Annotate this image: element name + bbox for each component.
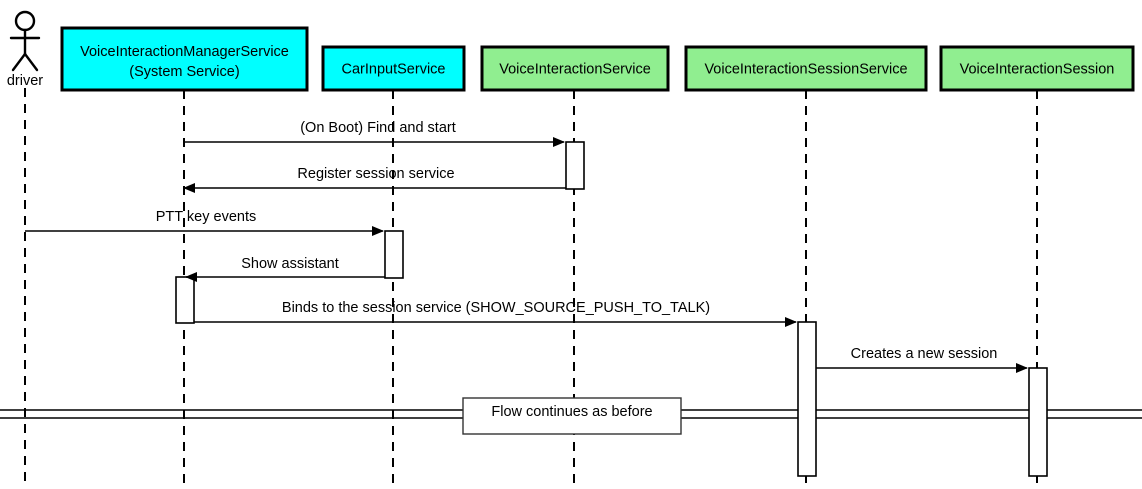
activation-bar-voice-interaction-session-service	[797, 321, 817, 477]
message-msg-on-boot-find-and-start[interactable]: (On Boot) Find and start	[184, 120, 565, 147]
participant-label-voice-interaction-session: VoiceInteractionSession	[960, 61, 1115, 77]
message-label-msg-register-session-service: Register session service	[297, 166, 454, 182]
participant-box-voice-interaction-session	[939, 45, 1135, 92]
participant-box-voice-interaction-service	[480, 45, 670, 92]
actor-layer: driver	[7, 10, 43, 89]
participant-box-vims	[60, 26, 309, 92]
actor-head-icon	[14, 10, 36, 32]
divider-layer: Flow continues as before	[0, 397, 1142, 435]
activation-bar-voice-interaction-session	[1028, 367, 1048, 477]
message-label-msg-ptt-key-events: PTT key events	[156, 209, 256, 225]
participant-vims[interactable]: VoiceInteractionManagerService (System Se…	[60, 26, 309, 92]
activation-bar-vims	[175, 276, 195, 324]
message-msg-show-assistant[interactable]: Show assistant	[185, 256, 385, 282]
participant-box-voice-interaction-session-service	[684, 45, 928, 92]
message-msg-ptt-key-events[interactable]: PTT key events	[25, 209, 384, 236]
activation-bar-car-input-service	[384, 230, 404, 279]
actor-leg-left	[11, 52, 27, 72]
participant-sublabel-vims: (System Service)	[129, 64, 239, 80]
message-msg-creates-a-new-session[interactable]: Creates a new session	[816, 346, 1028, 373]
participant-label-voice-interaction-session-service: VoiceInteractionSessionService	[704, 61, 907, 77]
message-msg-register-session-service[interactable]: Register session service	[183, 166, 566, 193]
participant-car-input-service[interactable]: CarInputService	[321, 45, 466, 92]
activation-bar-voice-interaction-service	[565, 141, 585, 190]
divider-label-text: Flow continues as before	[491, 404, 652, 420]
message-label-msg-binds-to-session-service: Binds to the session service (SHOW_SOURC…	[282, 300, 710, 316]
participant-label-vims: VoiceInteractionManagerService	[80, 44, 289, 60]
message-msg-binds-to-session-service[interactable]: Binds to the session service (SHOW_SOURC…	[194, 300, 797, 327]
actor-driver[interactable]: driver	[7, 10, 43, 89]
actor-leg-right	[23, 52, 39, 72]
participant-headers-layer: VoiceInteractionManagerService (System Se…	[60, 26, 1135, 92]
participant-voice-interaction-service[interactable]: VoiceInteractionService	[480, 45, 670, 92]
participant-voice-interaction-session-service[interactable]: VoiceInteractionSessionService	[684, 45, 928, 92]
activation-bars-layer	[175, 141, 1048, 477]
divider-label-box	[462, 397, 682, 435]
message-label-msg-show-assistant: Show assistant	[241, 256, 339, 272]
actor-label-driver: driver	[7, 73, 43, 89]
participant-label-voice-interaction-service: VoiceInteractionService	[499, 61, 651, 77]
message-label-msg-on-boot-find-and-start: (On Boot) Find and start	[300, 120, 456, 136]
participant-label-car-input-service: CarInputService	[342, 61, 446, 77]
message-label-msg-creates-a-new-session: Creates a new session	[851, 346, 998, 362]
participant-voice-interaction-session[interactable]: VoiceInteractionSession	[939, 45, 1135, 92]
participant-box-car-input-service	[321, 45, 466, 92]
